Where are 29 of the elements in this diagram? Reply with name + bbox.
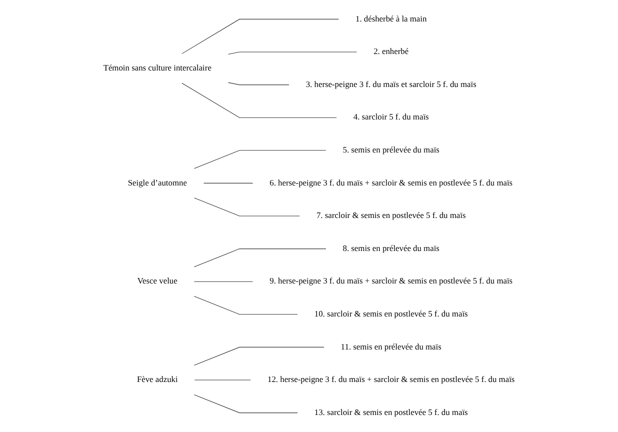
connector — [228, 52, 358, 55]
node-text: 12. herse-peigne 3 f. du maïs + sarcloir & semis en postlevée 5 f. du maïs — [268, 375, 515, 384]
node-text: 8. semis en prélevée du maïs — [342, 244, 440, 254]
node-text: 13. sarcloir & semis en postlevée 5 f. du maïs — [314, 408, 468, 418]
node-text: 6. herse-peigne 3 f. du maïs + sarcloir & semis en postlevée 5 f. du maïs — [270, 178, 513, 188]
node-text: 11. semis en prélevée du maïs — [340, 342, 442, 352]
connector — [194, 394, 298, 414]
connector — [194, 150, 326, 169]
node-text: Vesce velue — [137, 276, 178, 286]
connector — [228, 82, 290, 86]
connector — [194, 296, 298, 315]
node-text: Seigle d’automne — [128, 178, 187, 188]
node-text: 5. semis en prélevée du maïs — [342, 146, 440, 155]
node-text: Fève adzuki — [136, 375, 178, 384]
connector — [194, 198, 300, 216]
node-text: 2. enherbé — [374, 47, 409, 56]
node-text: 10. sarcloir & semis en postlevée 5 f. du maïs — [314, 310, 468, 319]
node-text: 4. sarcloir 5 f. du maïs — [353, 112, 429, 122]
connector — [182, 82, 337, 118]
node-text: Témoin sans culture intercalaire — [103, 64, 212, 73]
node-text: 7. sarcloir & semis en postlevée 5 f. du maïs — [316, 211, 466, 220]
connector — [203, 182, 254, 184]
connector — [194, 281, 254, 282]
connector — [182, 18, 339, 54]
node-text: 1. désherbé à la main — [355, 14, 427, 24]
node-text: 3. herse-peigne 3 f. du maïs et sarcloir 5 f. du maïs — [306, 80, 476, 90]
connector — [194, 346, 324, 366]
node-text: 9. herse-peigne 3 f. du maïs + sarcloir & semis en postlevée 5 f. du maïs — [270, 276, 513, 286]
connector — [194, 248, 326, 268]
